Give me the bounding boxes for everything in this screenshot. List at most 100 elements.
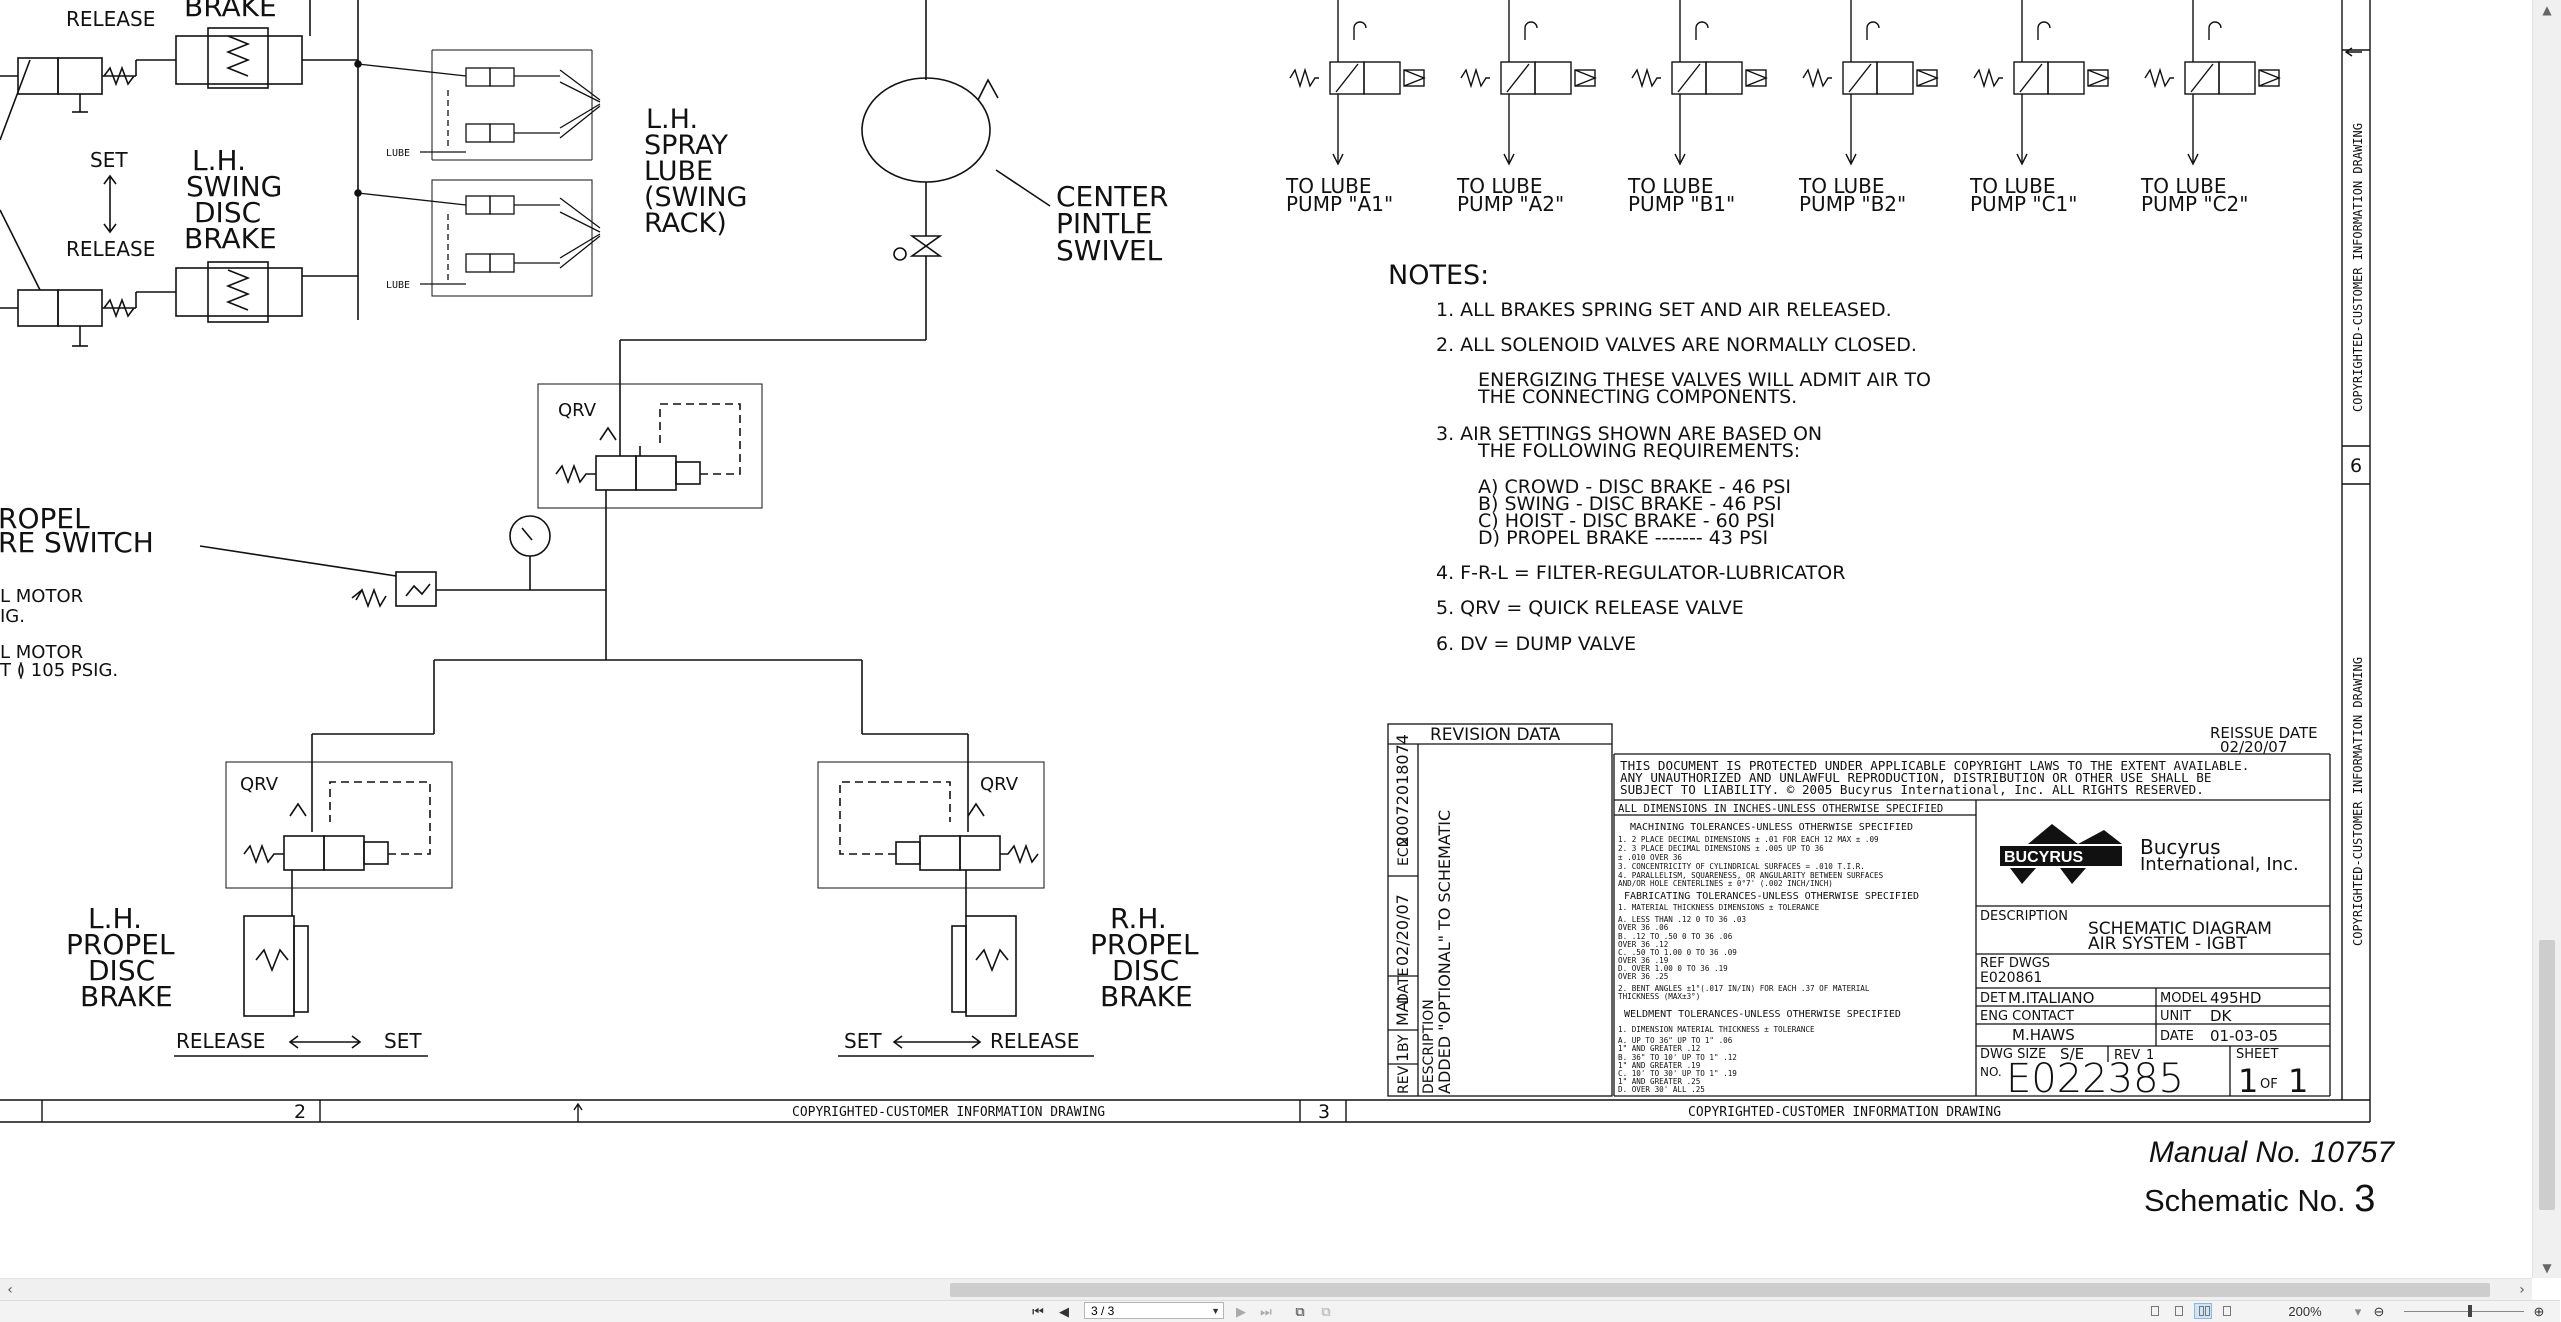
weld-line-7: 1" AND GREATER .25 bbox=[1618, 1077, 1700, 1086]
note-3-a: A) CROWD - DISC BRAKE - 46 PSI bbox=[1478, 476, 1791, 498]
machining-line-1: 1. 2 PLACE DECIMAL DIMENSIONS ± .01 FOR … bbox=[1618, 835, 1879, 844]
horizontal-scroll-thumb[interactable] bbox=[950, 1283, 2490, 1297]
bucyrus-logo: BUCYRUS bbox=[2000, 824, 2122, 884]
zoom-in-icon[interactable]: ⊕ bbox=[2533, 1304, 2545, 1319]
qrv-left-label: QRV bbox=[240, 774, 279, 795]
zoom-dropdown-icon[interactable]: ▾ bbox=[2354, 1304, 2362, 1319]
note-2a: ENERGIZING THESE VALVES WILL ADMIT AIR T… bbox=[1478, 369, 1931, 391]
date-label: DATE bbox=[2160, 1029, 2194, 1044]
machining-line-4: 3. CONCENTRICITY OF CYLINDRICAL SURFACES… bbox=[1618, 862, 1865, 871]
propel-switch-line1: ROPEL bbox=[0, 502, 90, 535]
pump-c1-line1: TO LUBE bbox=[1969, 174, 2055, 198]
rh-propel-line2: PROPEL bbox=[1090, 928, 1199, 961]
eng-label: ENG CONTACT bbox=[1980, 1009, 2074, 1024]
page-dropdown-icon[interactable]: ▼ bbox=[1211, 1306, 1220, 1316]
lh-swing-line3: DISC bbox=[194, 196, 261, 229]
det-label: DET bbox=[1980, 991, 2006, 1006]
reissue-date: 02/20/07 bbox=[2220, 738, 2287, 756]
vertical-scrollbar[interactable]: ▲ ▼ bbox=[2532, 0, 2561, 1278]
drawing-number: E022385 bbox=[2006, 1056, 2184, 1102]
scroll-up-icon[interactable]: ▲ bbox=[2542, 3, 2552, 17]
pintle-line1: CENTER bbox=[1056, 180, 1168, 213]
sheet-number: 1 bbox=[2238, 1062, 2258, 1100]
continuous-view-icon[interactable] bbox=[2170, 1303, 2188, 1319]
qrv-top-label: QRV bbox=[558, 400, 597, 421]
release-label-mid: RELEASE bbox=[66, 237, 155, 261]
copyright-line-3: SUBJECT TO LIABILITY. © 2005 Bucyrus Int… bbox=[1620, 782, 2204, 797]
note-1: 1. ALL BRAKES SPRING SET AND AIR RELEASE… bbox=[1436, 299, 1892, 321]
zoom-out-icon[interactable]: ⊖ bbox=[2373, 1304, 2385, 1319]
zoom-level[interactable]: 200% bbox=[2288, 1304, 2322, 1319]
release-label-top: RELEASE bbox=[66, 7, 155, 31]
ref-dwgs-label: REF DWGS bbox=[1980, 956, 2050, 971]
lh-propel-line3: DISC bbox=[88, 954, 155, 987]
previous-page-icon[interactable]: ◀ bbox=[1059, 1304, 1069, 1319]
dwg-size-label: DWG SIZE bbox=[1980, 1047, 2046, 1062]
fab-line-7: OVER 36 .19 bbox=[1618, 956, 1669, 965]
page-number-input[interactable]: 3 / 3 ▼ bbox=[1084, 1302, 1224, 1319]
notes-title: NOTES: bbox=[1388, 260, 1489, 291]
motor-note-1a: L MOTOR bbox=[0, 586, 83, 607]
first-page-icon[interactable]: ⏮ bbox=[1032, 1304, 1044, 1319]
revision-block: REVISION DATA ECN 20072018074 DATE 02/20… bbox=[1387, 723, 1613, 1097]
unit-value: DK bbox=[2210, 1007, 2233, 1025]
release-label-left: RELEASE bbox=[176, 1029, 265, 1053]
rev-value: 1 bbox=[1393, 1052, 1412, 1062]
fab-line-10: 2. BENT ANGLES ±1°(.017 IN/IN) FOR EACH … bbox=[1618, 984, 1870, 993]
spray-lube-line3: LUBE bbox=[644, 156, 713, 187]
single-page-view-icon[interactable] bbox=[2146, 1303, 2164, 1319]
copyright-bottom-2: COPYRIGHTED-CUSTOMER INFORMATION DRAWING bbox=[1688, 1105, 2001, 1120]
copy-page-icon[interactable]: ⧉ bbox=[1295, 1304, 1305, 1319]
last-page-icon[interactable]: ⏭ bbox=[1260, 1304, 1272, 1319]
lh-swing-line1: L.H. bbox=[192, 144, 246, 177]
zone-3: 3 bbox=[1318, 1101, 1330, 1123]
weld-line-1: 1. DIMENSION MATERIAL THICKNESS ± TOLERA… bbox=[1618, 1025, 1815, 1034]
spray-lube-valves: LUBE LUBE L.H. SPRAY LUBE (SWING RACK) bbox=[357, 49, 747, 297]
lh-swing-line2: SWING bbox=[186, 170, 282, 203]
note-3: 3. AIR SETTINGS SHOWN ARE BASED ON bbox=[1436, 423, 1822, 445]
paste-page-icon[interactable]: ⧉ bbox=[1321, 1304, 1331, 1319]
description-label: DESCRIPTION bbox=[1980, 909, 2068, 924]
note-4: 4. F-R-L = FILTER-REGULATOR-LUBRICATOR bbox=[1436, 562, 1845, 584]
release-label-right: RELEASE bbox=[990, 1029, 1079, 1053]
next-page-icon[interactable]: ▶ bbox=[1236, 1304, 1246, 1319]
description-line-1: SCHEMATIC DIAGRAM bbox=[2088, 919, 2272, 939]
weld-line-2: A. UP TO 36" UP TO 1" .06 bbox=[1618, 1036, 1733, 1045]
pump-a1-line1: TO LUBE bbox=[1285, 174, 1371, 198]
scroll-left-icon[interactable]: ‹ bbox=[7, 1282, 13, 1298]
pump-b2-line1: TO LUBE bbox=[1798, 174, 1884, 198]
machining-line-3: ± .010 OVER 36 bbox=[1618, 853, 1682, 862]
description-line-2: AIR SYSTEM - IGBT bbox=[2088, 934, 2247, 954]
page-number-value: 3 / 3 bbox=[1091, 1304, 1115, 1318]
pump-b1-line1: TO LUBE bbox=[1627, 174, 1713, 198]
two-page-view-icon[interactable] bbox=[2194, 1303, 2212, 1319]
lh-propel-line1: L.H. bbox=[88, 902, 142, 935]
sheet-label: SHEET bbox=[2236, 1047, 2278, 1062]
note-3-d: D) PROPEL BRAKE ------- 43 PSI bbox=[1478, 527, 1768, 549]
notes-section: NOTES: 1. ALL BRAKES SPRING SET AND AIR … bbox=[1388, 260, 1931, 655]
model-value: 495HD bbox=[2210, 989, 2261, 1007]
note-3-c: C) HOIST - DISC BRAKE - 60 PSI bbox=[1478, 510, 1775, 532]
zoom-slider[interactable] bbox=[2404, 1305, 2524, 1317]
pump-a2-line1: TO LUBE bbox=[1456, 174, 1542, 198]
note-3b: THE FOLLOWING REQUIREMENTS: bbox=[1477, 440, 1800, 462]
qrv-right-label: QRV bbox=[980, 774, 1019, 795]
scroll-down-icon[interactable]: ▼ bbox=[2542, 1261, 2552, 1275]
book-view-icon[interactable] bbox=[2218, 1303, 2236, 1319]
copyright-side-2: COPYRIGHTED-CUSTOMER INFORMATION DRAWING bbox=[2351, 657, 2365, 946]
zoom-slider-knob[interactable] bbox=[2468, 1305, 2472, 1317]
schematic-caption: Schematic No. 3 bbox=[2144, 1178, 2375, 1221]
set-label-left: SET bbox=[384, 1029, 422, 1053]
pump-c1-line2: PUMP "C1" bbox=[1970, 192, 2077, 216]
machining-line-5: 4. PARALLELISM, SQUARENESS, OR ANGULARIT… bbox=[1618, 871, 1884, 880]
motor-note-2a: L MOTOR bbox=[0, 642, 83, 663]
scroll-right-icon[interactable]: › bbox=[2519, 1282, 2525, 1298]
lh-propel-line2: PROPEL bbox=[66, 928, 175, 961]
horizontal-scrollbar[interactable]: ‹ › bbox=[0, 1278, 2532, 1301]
copyright-bottom-1: COPYRIGHTED-CUSTOMER INFORMATION DRAWING bbox=[792, 1105, 1105, 1120]
vertical-scroll-thumb[interactable] bbox=[2539, 940, 2555, 1210]
sheet-total: 1 bbox=[2288, 1062, 2308, 1100]
pintle-line3: SWIVEL bbox=[1056, 234, 1163, 267]
eng-value: M.HAWS bbox=[2012, 1026, 2075, 1044]
date-value: 01-03-05 bbox=[2210, 1027, 2278, 1045]
